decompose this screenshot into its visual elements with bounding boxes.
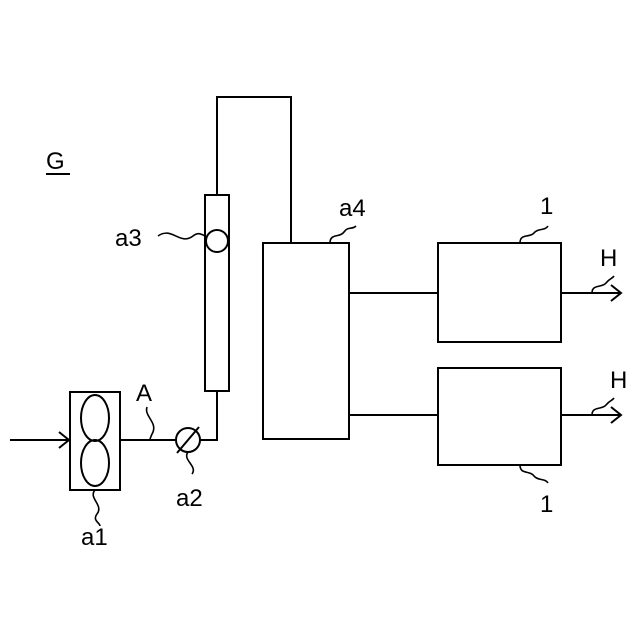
- flowmeter-float: [206, 230, 228, 252]
- label-valve: a2: [176, 485, 203, 512]
- leader-unit-top: [520, 226, 548, 243]
- leader-outlet-bottom: [592, 398, 614, 415]
- fan-blade-top: [81, 395, 109, 441]
- leader-line-a: [147, 407, 154, 440]
- leader-unit-bottom: [520, 465, 548, 483]
- valve-to-flowmeter-pipe: [200, 391, 217, 440]
- flowmeter-tube: [205, 195, 229, 391]
- unit-top-box: [438, 243, 561, 342]
- label-outlet-bottom: H: [610, 367, 627, 394]
- label-unit-bottom: 1: [540, 491, 553, 518]
- leader-outlet-top: [592, 276, 614, 293]
- label-unit-top: 1: [540, 193, 553, 220]
- figure-label: G: [46, 148, 65, 175]
- unit-bottom-box: [438, 368, 561, 465]
- label-outlet-top: H: [600, 245, 617, 272]
- label-fan: a1: [81, 524, 108, 551]
- leader-flowmeter: [158, 233, 205, 239]
- fan-blade-bottom: [81, 440, 109, 486]
- leader-fan: [93, 490, 100, 526]
- label-line-a: A: [136, 380, 152, 407]
- manifold-box: [263, 243, 349, 439]
- leader-manifold: [330, 226, 356, 243]
- leader-valve: [187, 452, 194, 474]
- label-flowmeter: a3: [115, 225, 142, 252]
- label-manifold: a4: [339, 195, 366, 222]
